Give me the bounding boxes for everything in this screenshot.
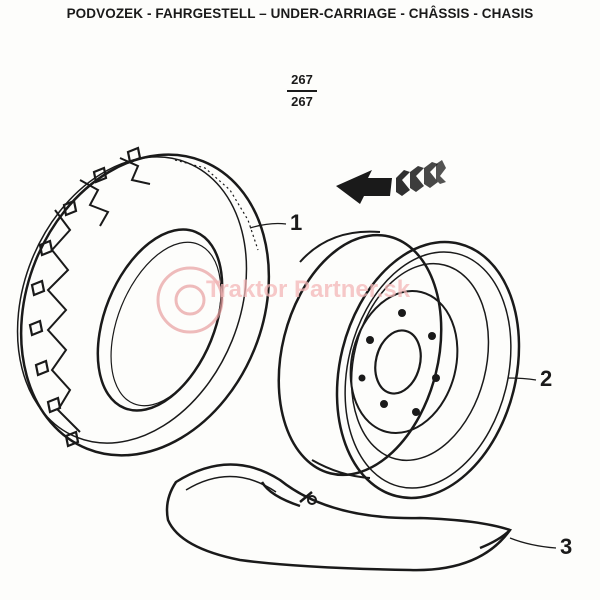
inner-tube-drawing: [165, 463, 513, 572]
part-label-tyre: 1: [290, 210, 303, 235]
watermark: Traktor Partner.sk: [206, 276, 411, 303]
tyre-drawing: [16, 146, 271, 457]
gear-icon: [156, 266, 224, 334]
leader-lines: [249, 222, 557, 549]
direction-arrow: [336, 160, 446, 204]
part-label-inner-tube: 3: [560, 534, 573, 559]
group-code: 267 267: [262, 72, 342, 110]
group-code-denominator: 267: [291, 93, 313, 109]
group-code-numerator: 267: [291, 72, 313, 87]
page-title: PODVOZEK - FAHRGESTELL – UNDER-CARRIAGE …: [66, 6, 534, 21]
part-label-wheel-rim: 2: [540, 366, 553, 391]
wheel-rim-drawing: [277, 230, 521, 500]
fraction-bar: [287, 90, 317, 92]
